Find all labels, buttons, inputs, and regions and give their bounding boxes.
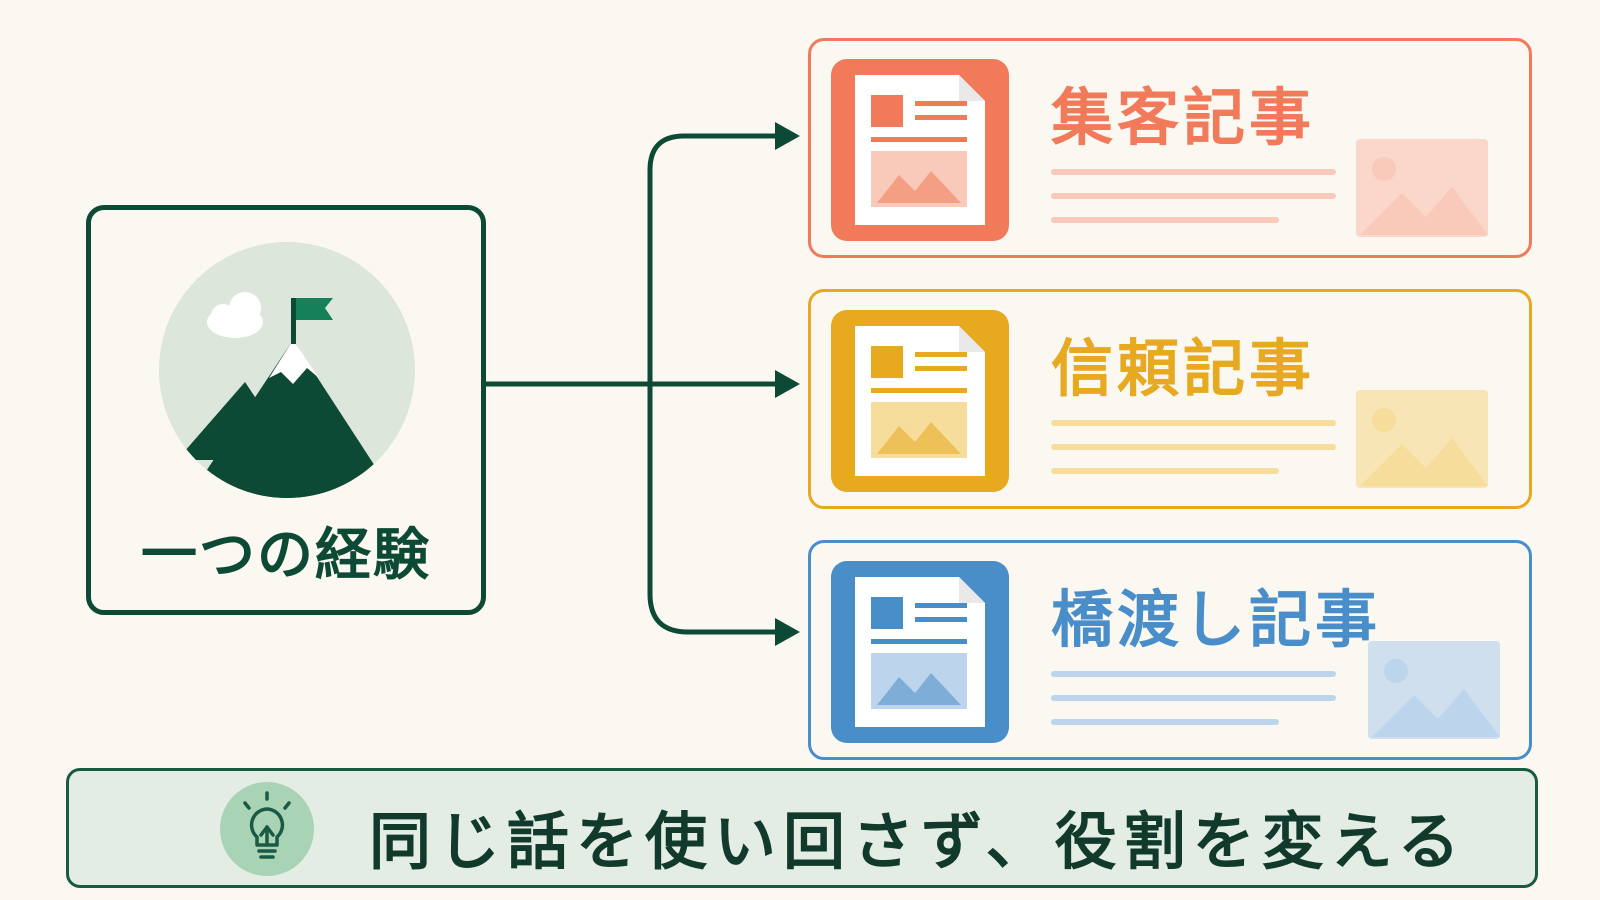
mountain-flag-icon: [159, 242, 415, 498]
document-icon: [831, 561, 1009, 743]
document-icon: [831, 59, 1009, 241]
tip-text: 同じ話を使い回さず、役割を変える: [369, 805, 1467, 878]
source-experience-box: 一つの経験: [86, 205, 486, 615]
card-title: 橋渡し記事: [1051, 583, 1382, 656]
document-icon: [831, 310, 1009, 492]
source-label: 一つの経験: [141, 523, 431, 588]
arrow-head-middle: [775, 370, 800, 398]
image-thumbnail-icon: [1368, 641, 1500, 739]
lightbulb-icon: [220, 782, 314, 876]
image-thumbnail-icon: [1356, 139, 1488, 237]
text-lines-placeholder: [1051, 169, 1336, 223]
tip-bar: 同じ話を使い回さず、役割を変える: [66, 768, 1538, 888]
arrow-head-top: [775, 122, 800, 150]
image-thumbnail-icon: [1356, 390, 1488, 488]
article-card-attract: 集客記事: [808, 38, 1532, 258]
article-card-trust: 信頼記事: [808, 289, 1532, 509]
text-lines-placeholder: [1051, 671, 1336, 725]
text-lines-placeholder: [1051, 420, 1336, 474]
arrow-head-bottom: [775, 618, 800, 646]
article-card-bridge: 橋渡し記事: [808, 540, 1532, 760]
card-title: 信頼記事: [1051, 332, 1316, 405]
card-title: 集客記事: [1051, 81, 1316, 154]
